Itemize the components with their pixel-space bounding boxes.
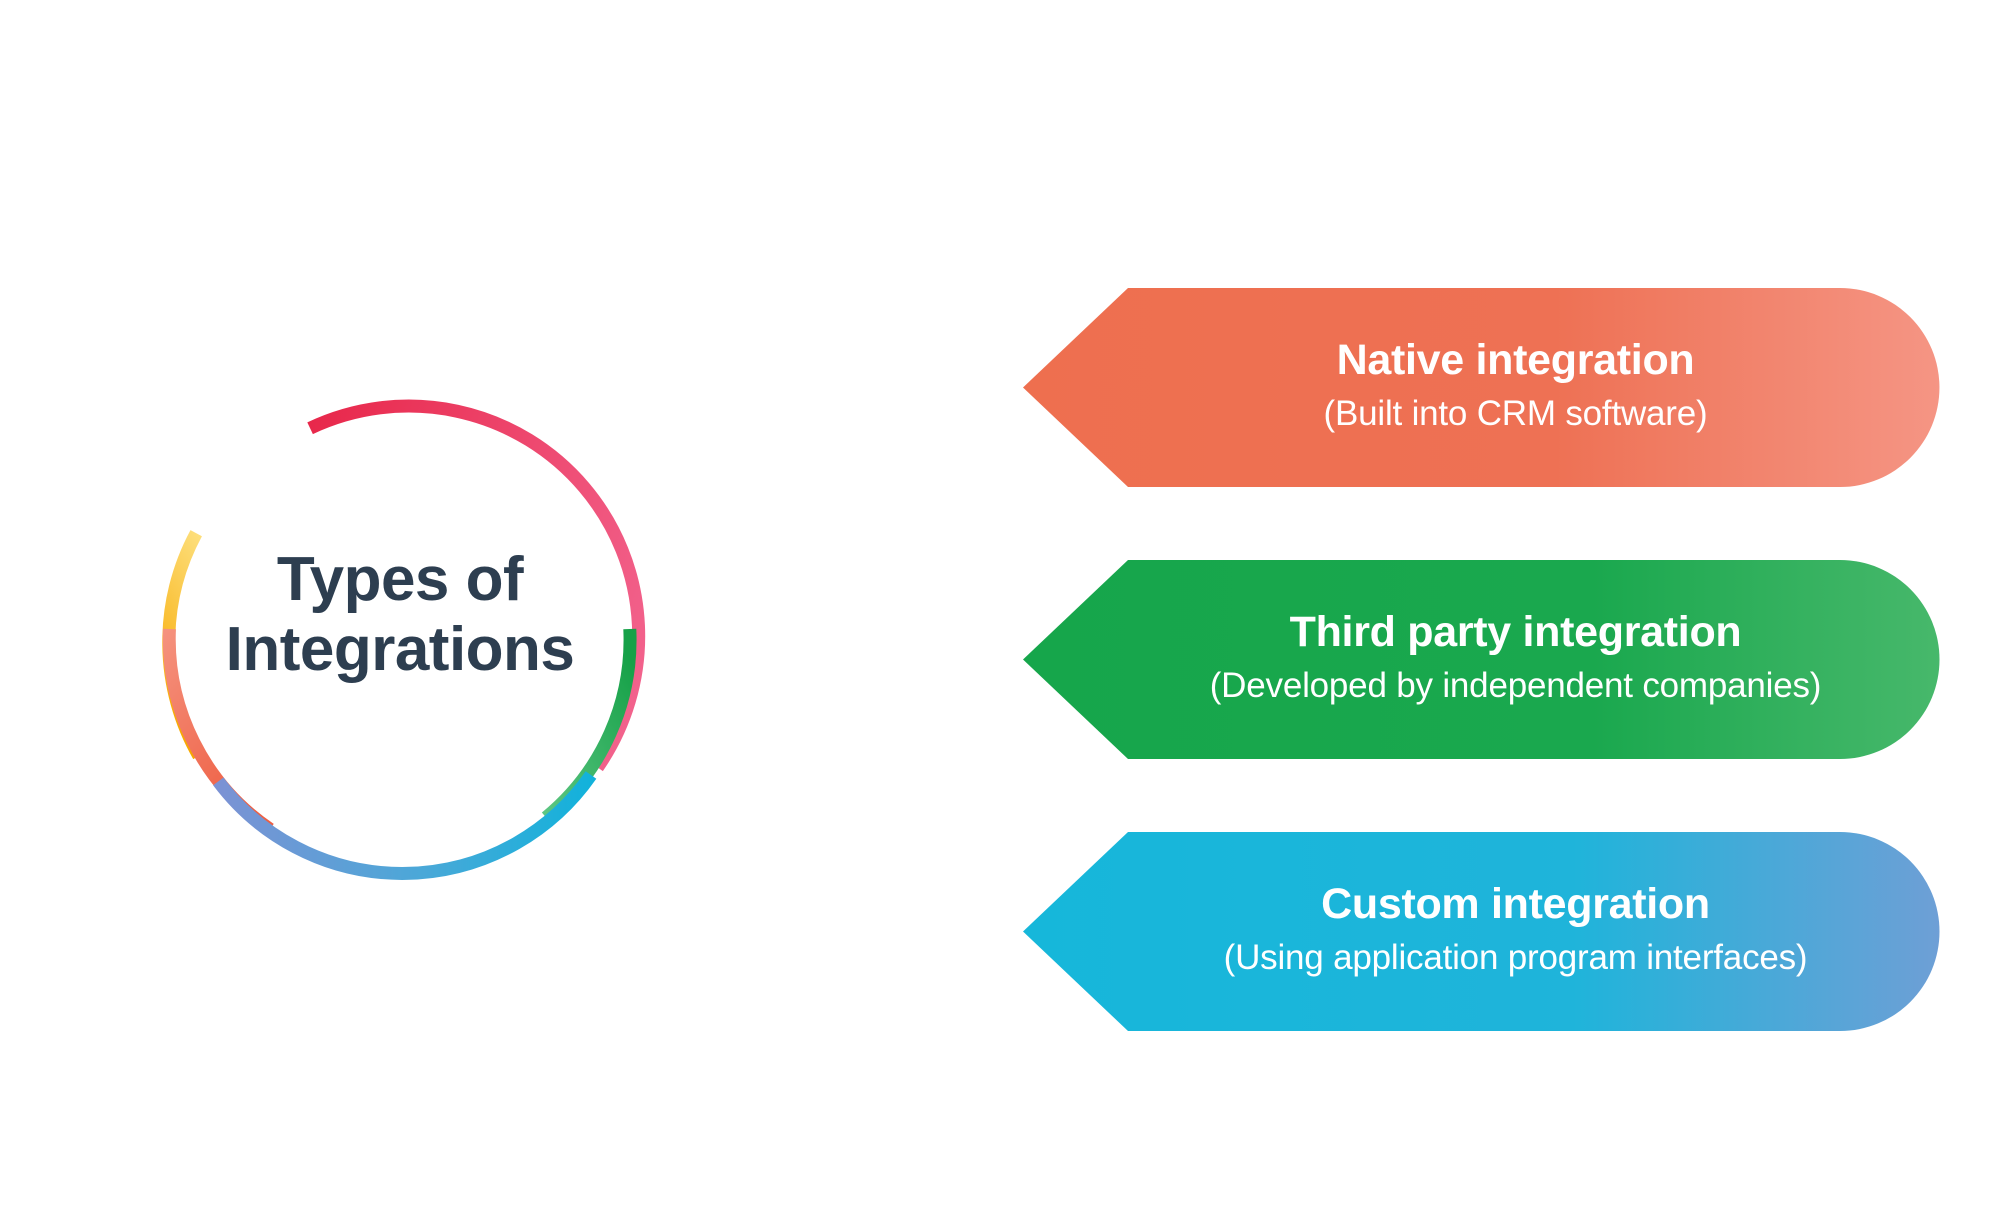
banner-third-party[interactable]: Third party integration (Developed by in… <box>1023 560 1940 759</box>
banner-native-subtitle: (Built into CRM software) <box>1323 393 1708 433</box>
banner-native[interactable]: Native integration (Built into CRM softw… <box>1023 288 1940 487</box>
banner-custom[interactable]: Custom integration (Using application pr… <box>1023 832 1940 1031</box>
banner-custom-subtitle: (Using application program interfaces) <box>1223 937 1808 977</box>
banner-shape-custom <box>1023 832 1940 1031</box>
banner-third-party-subtitle: (Developed by independent companies) <box>1209 665 1822 705</box>
banner-shape-native <box>1023 288 1940 487</box>
banner-native-title: Native integration <box>1336 335 1695 384</box>
banner-custom-title: Custom integration <box>1321 879 1710 928</box>
banner-third-party-title: Third party integration <box>1289 607 1742 656</box>
circle-arc-crimson <box>307 399 646 772</box>
circle-arc-blue <box>213 771 597 880</box>
banner-shape-third-party <box>1023 560 1940 759</box>
center-title: Types of Integrations <box>225 545 575 685</box>
